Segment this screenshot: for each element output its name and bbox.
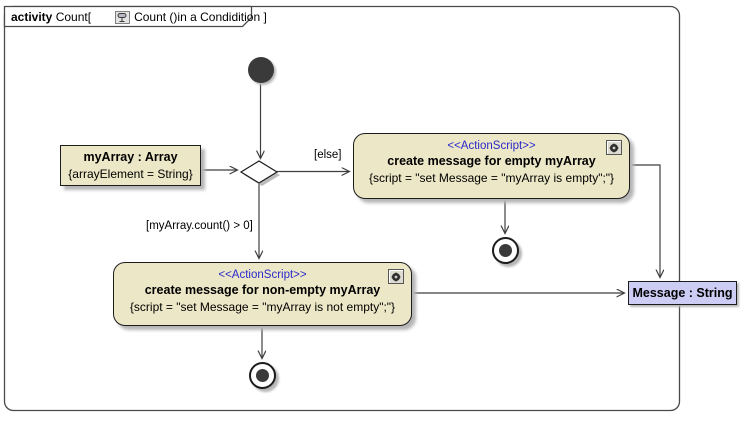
activity-final-dot bbox=[256, 369, 269, 382]
decision-node bbox=[239, 160, 279, 184]
frame-keyword: activity bbox=[11, 10, 53, 24]
activity-final-dot bbox=[499, 244, 512, 257]
activity-diagram-icon bbox=[95, 10, 131, 24]
behavior-gear-icon bbox=[606, 140, 622, 155]
object-node-message: Message : String bbox=[628, 281, 737, 305]
action-node-create-nonempty: <<ActionScript>> create message for non-… bbox=[113, 262, 412, 326]
action-node-name: create message for empty myArray bbox=[387, 154, 596, 168]
activity-final-node bbox=[492, 237, 519, 264]
initial-node bbox=[248, 57, 274, 83]
action-node-create-empty: <<ActionScript>> create message for empt… bbox=[353, 133, 630, 199]
action-node-script: {script = "set Message = "myArray is not… bbox=[129, 300, 396, 314]
guard-label-count: [myArray.count() > 0] bbox=[146, 220, 253, 232]
behavior-gear-icon bbox=[388, 269, 404, 284]
action-node-script: {script = "set Message = "myArray is emp… bbox=[368, 171, 615, 185]
guard-label-else: [else] bbox=[314, 149, 342, 161]
action-node-name: create message for non-empty myArray bbox=[144, 283, 381, 297]
frame-title: activity Count[ Count ()in a Condidition… bbox=[11, 9, 267, 25]
object-node-myarray: myArray : Array {arrayElement = String} bbox=[60, 145, 201, 186]
frame-title-post: Count ()in a Condidition ] bbox=[134, 10, 267, 24]
stereotype-label: <<ActionScript>> bbox=[447, 140, 536, 152]
object-node-message-name: Message : String bbox=[632, 286, 733, 300]
activity-final-node bbox=[249, 362, 276, 389]
object-node-myarray-constraint: {arrayElement = String} bbox=[68, 167, 193, 181]
stereotype-label: <<ActionScript>> bbox=[218, 269, 307, 281]
object-node-myarray-name: myArray : Array bbox=[83, 150, 178, 164]
frame-title-pre: Count[ bbox=[55, 10, 92, 24]
edge-action-empty-to-message bbox=[630, 164, 660, 277]
activity-frame-border bbox=[3, 5, 681, 412]
